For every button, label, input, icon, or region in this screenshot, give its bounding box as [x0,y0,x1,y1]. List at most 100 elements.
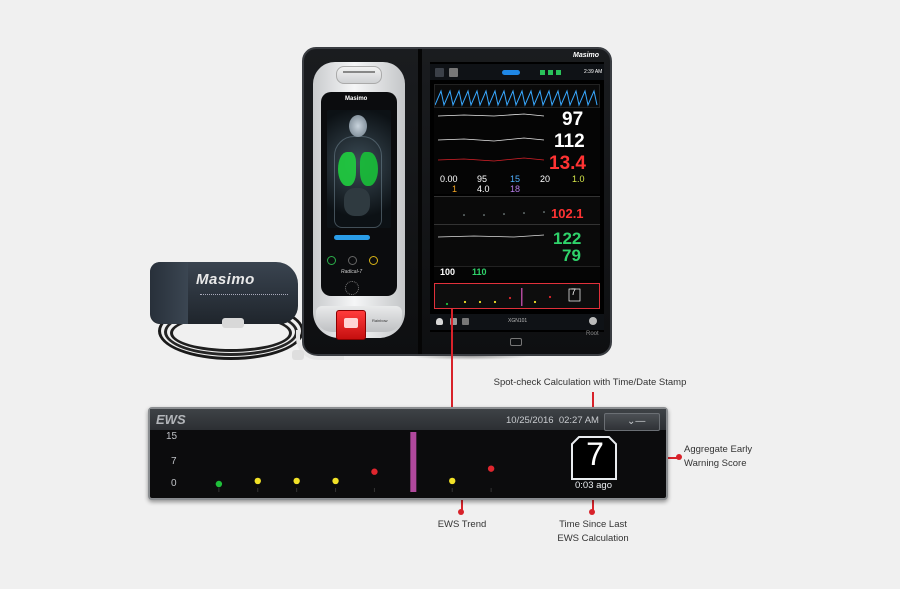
ews-date: 10/25/2016 [506,415,554,426]
ews-point-yellow [449,477,456,485]
alarm-silence-button[interactable] [369,256,378,265]
wifi-icon [540,70,545,75]
bottom-label: XGN101 [508,318,528,324]
y-tick-0: 0 [171,478,177,489]
alarm-bell-icon[interactable] [435,68,444,77]
sphb-u-value: 15 [510,174,521,184]
pvi-value: 1.0 [572,174,585,184]
cuff-brand: Masimo [196,271,255,288]
ews-point-red [371,468,378,475]
ews-time: 02:27 AM [558,415,599,426]
speaker-grille [345,281,359,295]
monitor-bottom-bar [430,314,604,330]
home-button[interactable] [348,256,357,265]
vitals-panel [434,108,600,194]
score-octagon [571,436,617,480]
handheld-logo: Masimo [345,96,368,102]
monitor-clock: 2:39 AM [584,69,603,75]
left-lung-graphic [338,152,356,186]
cable-end [292,350,304,360]
filter-icon[interactable] [462,318,469,325]
handheld-latch[interactable] [336,66,382,84]
zoom-connector-line [451,309,453,421]
mini-ews-trend [445,288,581,306]
ews-title: EWS [156,412,186,427]
blood-pressure-panel [434,224,600,266]
ews-header [150,409,666,430]
trend-dot [458,509,464,515]
bp-trend [437,234,545,238]
handheld-model: Radical-7 [341,269,363,275]
map-value: 100 [440,267,456,277]
stand-shadow [410,352,530,360]
battery-icon [556,70,561,75]
callout-time-since-line2: EWS Calculation [557,533,629,544]
callout-trend: EWS Trend [437,519,487,530]
cuff-connector [222,318,244,328]
resp-rate-value: 13.4 [549,153,586,174]
spoc-value: 20 [540,174,551,184]
spot-check-line [592,392,594,414]
cuff-flap [150,262,188,324]
handheld-status-bar [334,235,370,240]
spo2-value: 97 [562,109,584,130]
callout-spot-check: Spot-check Calculation with Time/Date St… [493,377,687,388]
callout-time-since-line1: Time Since Last [559,519,627,530]
vitals-waveforms [437,113,545,162]
mini-ews-score: 7 [571,287,577,297]
met-value: 1 [452,184,458,194]
pleth-waveform [434,89,598,107]
ews-point-red [487,465,495,472]
ews-timestamp: 10/25/2016 02:27 AM [506,415,599,426]
status-chip [502,70,520,75]
ews-time-since: 0:03 ago [575,480,612,491]
network-icon [548,70,553,75]
ews-point-yellow [332,477,339,485]
chevron-down-icon: ⌄— [627,416,646,427]
abdomen-graphic [344,188,370,216]
ews-collapse-button[interactable] [604,413,660,431]
spco-value: 4.0 [477,184,490,194]
monitor-home-button[interactable] [510,338,522,346]
ews-point-green [215,480,223,488]
sensor-cable [296,330,344,360]
pleth-waveform-panel [434,84,600,108]
aggregate-dot [676,454,682,460]
spot-check-marker [410,432,417,492]
right-lung-graphic [360,152,378,186]
head-graphic [349,115,367,137]
menu-icon[interactable] [450,318,457,325]
pulse-rate-value: 112 [554,131,585,152]
power-button[interactable] [327,256,336,265]
patient-icon[interactable] [436,318,443,325]
pi-value: 0.00 [440,174,458,184]
sphb-value: 95 [477,174,488,184]
other-value: 18 [510,184,521,194]
diastolic-value: 79 [562,246,581,265]
systolic-value: 122 [553,229,582,248]
sound-icon[interactable] [449,68,458,77]
time-since-line [592,493,594,513]
time-since-dot [589,509,595,515]
map2-value: 110 [472,267,487,277]
dock-divider [418,49,422,354]
settings-gear-icon[interactable] [589,317,597,325]
bp-summary-row [434,266,600,280]
y-tick-15: 15 [166,431,178,442]
temperature-panel [434,196,600,224]
ews-score-value: 7 [586,436,604,472]
temperature-value: 102.1 [551,206,584,221]
cuff-fine-print [200,294,288,298]
ews-point-yellow [254,477,261,485]
connector-insert [344,318,358,328]
callout-aggregate-line1: Aggregate Early [684,444,753,455]
y-tick-7: 7 [171,456,177,467]
port-label: Rainbow [372,318,388,323]
ews-score-box [571,436,617,480]
monitor-brand: Masimo [573,52,600,59]
ews-trend-chart [215,432,495,492]
mini-ews-panel[interactable] [434,283,600,309]
callout-aggregate-line2: Warning Score [684,458,747,469]
latch-grip [343,71,375,73]
temperature-trend [463,211,545,216]
